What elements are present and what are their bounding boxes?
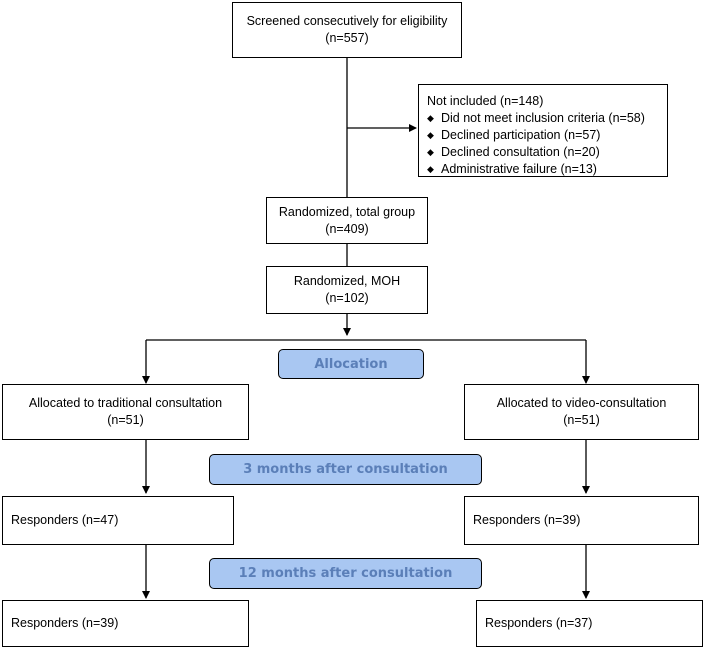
exclusion-item: ◆ Declined participation (n=57) [427,127,667,144]
exclusion-list: ◆Did not meet inclusion criteria (n=58) … [427,110,667,178]
exclusion-item: ◆ Did not meet inclusion criteria (n=58) [427,110,667,127]
diamond-bullet-icon: ◆ [427,164,434,174]
diamond-bullet-icon: ◆ [427,130,434,140]
right-responders-12m-box: Responders (n=37) [476,600,703,647]
screened-box: Screened consecutively for eligibility (… [232,2,462,58]
exclusion-item-text: Administrative failure (n=13) [441,162,597,176]
three-months-phase-label: 3 months after consultation [209,454,482,485]
not-included-box: Not included (n=148) ◆ Did not meet inclu… [418,84,668,177]
right-allocated-box: Allocated to video-consultation (n=51) [464,384,699,440]
twelve-months-phase-label: 12 months after consultation [209,558,482,589]
randomized-moh-box: Randomized, MOH (n=102) [266,266,428,314]
randomized-total-label: Randomized, total group [278,204,416,219]
exclusion-item-text: Declined consultation (n=20) [441,145,600,159]
randomized-moh-label: Randomized, MOH [293,274,401,288]
left-allocated-box: Allocated to traditional consultation (n… [2,384,249,440]
exclusion-item: ◆ Administrative failure (n=13) [427,161,667,178]
left-responders-12m-label: Responders (n=39) [11,616,119,630]
diamond-bullet-icon: ◆ [427,147,434,157]
not-included-title: Not included (n=148) [427,94,544,108]
right-responders-12m-label: Responders (n=37) [485,616,593,630]
exclusion-item: ◆ Declined consultation (n=20) [427,144,667,161]
exclusion-item-text: Did not meet inclusion criteria (n=58) [441,111,645,125]
screened-label: Screened consecutively for eligibility [246,14,448,28]
left-responders-3m-label: Responders (n=47) [11,513,119,527]
allocation-phase-label: Allocation [278,349,424,379]
right-responders-3m-label: Responders (n=39) [473,513,581,527]
left-allocated-count: (n=51) [107,413,144,427]
screened-count: (n=557) [325,31,369,45]
right-allocated-label: Allocated to video-consultation [496,396,667,410]
randomized-total-box: Randomized, total group (n=409) [266,197,428,244]
left-responders-12m-box: Responders (n=39) [2,600,249,647]
right-allocated-count: (n=51) [563,413,600,427]
exclusion-item-text: Declined participation (n=57) [441,128,601,142]
randomized-moh-count: (n=102) [325,291,369,305]
diamond-bullet-icon: ◆ [427,113,434,123]
randomized-total-count: (n=409) [325,221,369,236]
right-responders-3m-box: Responders (n=39) [464,496,699,545]
left-allocated-label: Allocated to traditional consultation [28,396,223,410]
left-responders-3m-box: Responders (n=47) [2,496,234,545]
